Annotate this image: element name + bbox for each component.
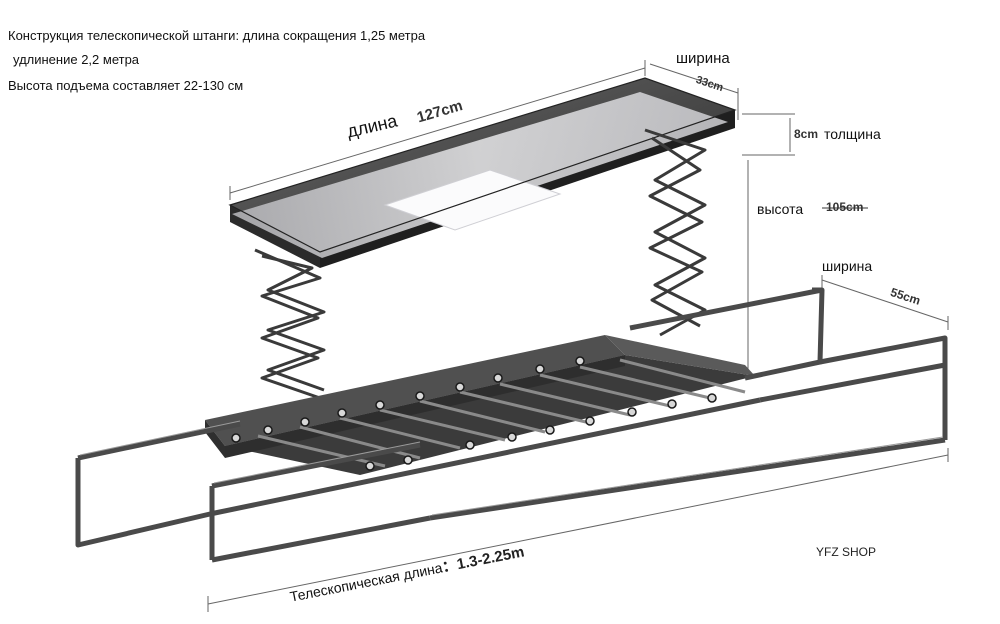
width-bottom-label: ширина <box>822 258 873 274</box>
height-value: 105cm <box>826 200 864 214</box>
spec-line-2: удлинение 2,2 метра <box>13 52 140 67</box>
height-label: высота <box>757 201 804 217</box>
brand-label: YFZ SHOP <box>816 545 877 559</box>
spec-line-3: Высота подъема составляет 22-130 см <box>8 78 244 93</box>
top-control-box <box>228 77 737 268</box>
telescopic-frame-highlight <box>79 420 944 516</box>
hanging-rods <box>257 358 746 468</box>
thickness-value: 8cm <box>794 127 819 141</box>
spec-line-1: Конструкция телескопической штанги: длин… <box>8 28 426 43</box>
scissor-lift-left <box>254 248 326 414</box>
dimension-lines <box>207 60 949 612</box>
width-top-label: ширина <box>676 50 730 67</box>
thickness-label: толщина <box>824 126 881 142</box>
rail-rivets <box>231 356 717 471</box>
scissor-lift-right <box>644 128 707 337</box>
telescopic-frame <box>75 287 948 563</box>
